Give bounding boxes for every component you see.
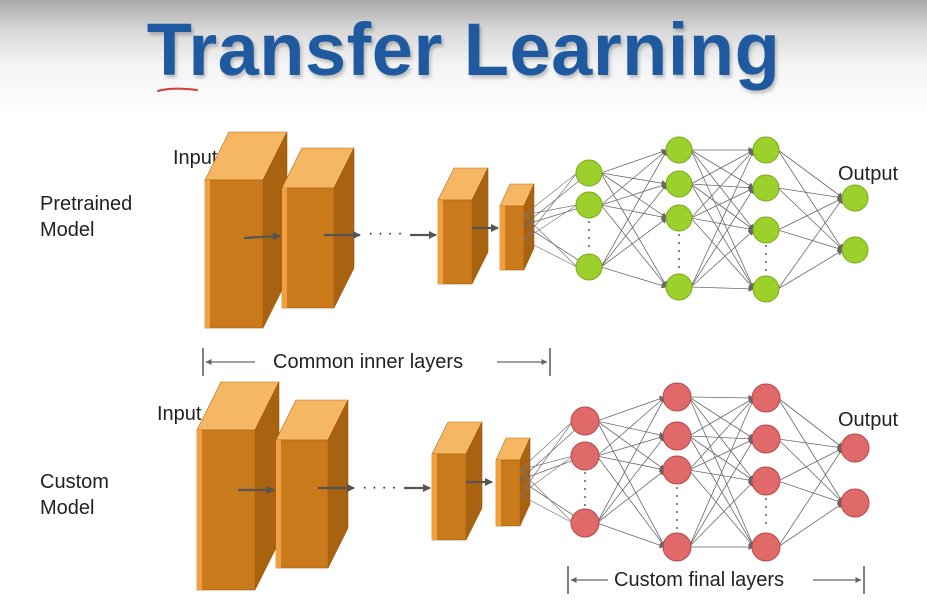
conv-layer: [196, 381, 280, 591]
title-bar-background: [0, 0, 927, 120]
pretrained-model-label-line1: Pretrained: [40, 193, 132, 215]
neuron-node: [841, 184, 869, 212]
neuron-node: [570, 406, 600, 436]
neuron-node: [665, 273, 693, 301]
layer-ellipsis-dots: [677, 233, 681, 269]
pretrained-model-label-line2: Model: [40, 219, 94, 241]
neuron-node: [575, 191, 603, 219]
neuron-node: [752, 275, 780, 303]
conv-layer: [499, 183, 535, 271]
pretrained-output-label: Output: [838, 163, 898, 185]
conv-layer: [204, 131, 288, 329]
conv-layer: [281, 147, 355, 309]
neuron-node: [752, 174, 780, 202]
neuron-node: [752, 136, 780, 164]
custom-layer-ellipsis: · · · ·: [362, 479, 397, 496]
connection-lines: [519, 394, 844, 550]
layer-ellipsis-dots: [587, 220, 591, 248]
pretrained-layer-ellipsis: · · · ·: [368, 225, 403, 242]
layer-ellipsis-dots: [583, 471, 587, 507]
connection-lines: [523, 147, 844, 292]
conv-layer: [275, 399, 349, 569]
neuron-node: [575, 253, 603, 281]
neuron-node: [665, 170, 693, 198]
neuron-node: [840, 433, 870, 463]
custom-network: [196, 381, 870, 591]
neuron-node: [662, 382, 692, 412]
neuron-node: [840, 488, 870, 518]
neuron-node: [662, 421, 692, 451]
custom-output-label: Output: [838, 409, 898, 431]
neuron-node: [751, 383, 781, 413]
neuron-node: [751, 532, 781, 562]
neuron-node: [575, 159, 603, 187]
custom-model-label-line1: Custom: [40, 471, 109, 493]
neuron-node: [751, 466, 781, 496]
conv-layer: [437, 167, 489, 285]
layer-ellipsis-dots: [675, 486, 679, 530]
neuron-node: [665, 136, 693, 164]
pen-mark: [157, 87, 198, 92]
layer-ellipsis-dots: [764, 497, 768, 525]
custom-model-label-line2: Model: [40, 497, 94, 519]
common-inner-layers-label: Common inner layers: [273, 351, 463, 373]
slide-title: Transfer Learning: [146, 8, 781, 91]
neuron-node: [662, 532, 692, 562]
neuron-node: [570, 508, 600, 538]
neuron-node: [570, 441, 600, 471]
layer-ellipsis-dots: [764, 244, 768, 272]
custom-input-label: Input: [157, 403, 202, 425]
custom-final-layers-label: Custom final layers: [614, 569, 784, 591]
neuron-node: [752, 216, 780, 244]
layer-arrow: [243, 232, 281, 241]
neuron-node: [662, 455, 692, 485]
custom-final-layers-bracket: [567, 566, 865, 594]
pretrained-input-label: Input: [173, 147, 218, 169]
conv-layer: [495, 437, 531, 527]
neuron-node: [841, 236, 869, 264]
pretrained-network: [204, 131, 869, 329]
neuron-node: [665, 204, 693, 232]
common-inner-layers-bracket: [202, 348, 551, 376]
neuron-node: [751, 424, 781, 454]
